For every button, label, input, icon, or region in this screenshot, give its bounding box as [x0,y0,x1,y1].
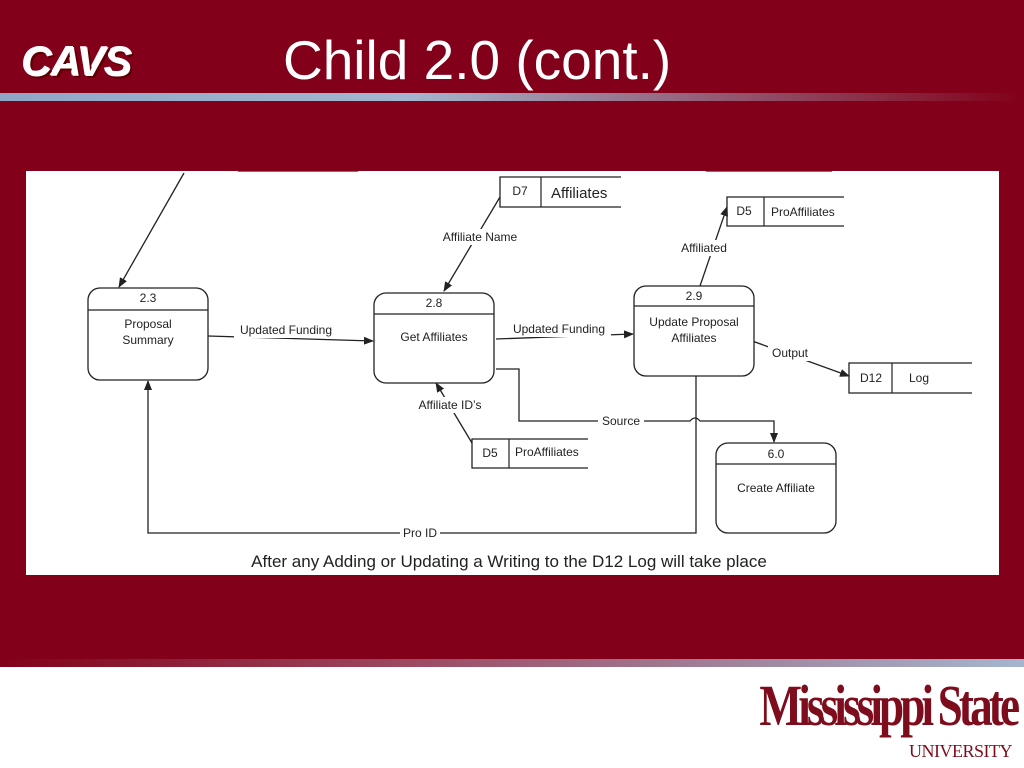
process-label: Create Affiliate [737,481,815,495]
msu-logo: Mississippi State UNIVERSITY [759,671,1020,766]
data-flow-diagram: 2.3 Proposal Summary 2.8 Get Affiliates … [26,171,999,575]
process-id: 6.0 [768,447,785,461]
slide-background: CAVS Child 2.0 (cont.) [0,0,1024,666]
process-label: Affiliates [671,331,716,345]
incoming-flow-arrow [118,172,185,288]
store-id: D7 [512,184,528,198]
university-subtitle: UNIVERSITY [909,741,1013,761]
diagram-canvas: 2.3 Proposal Summary 2.8 Get Affiliates … [87,171,972,571]
process-2-3: 2.3 Proposal Summary [87,287,209,381]
flow-label-updated-funding: Updated Funding [513,322,605,336]
store-id: D12 [860,371,882,385]
flow-label-affiliated: Affiliated [681,241,727,255]
process-label: Proposal [124,317,171,331]
process-2-8: 2.8 Get Affiliates [373,292,495,384]
store-id: D5 [736,204,752,218]
flow-label-updated-funding: Updated Funding [240,323,332,337]
store-name: ProAffiliates [771,205,835,219]
store-name: Log [909,371,929,385]
university-name: Mississippi State [759,673,1020,738]
data-store-d12: D12 Log [848,362,972,394]
flow-label-source: Source [602,414,640,428]
flow-label-affiliate-name: Affiliate Name [443,230,518,244]
store-name: ProAffiliates [515,445,579,459]
title-divider [0,93,1024,101]
flow-label-output: Output [772,346,809,360]
data-store-d5-top: D5 ProAffiliates [726,196,844,227]
data-store-d5-bottom: D5 ProAffiliates [471,438,588,469]
diagram-note: After any Adding or Updating a Writing t… [251,552,767,571]
store-name: Affiliates [551,185,607,202]
process-6-0: 6.0 Create Affiliate [715,442,837,534]
footer-divider [0,659,1024,667]
data-store-d7: D7 Affiliates [499,176,621,208]
flow-label-pro-id: Pro ID [403,526,437,540]
store-id: D5 [482,446,498,460]
slide-title: Child 2.0 (cont.) [283,29,672,91]
cavs-logo: CAVS [22,38,133,85]
process-2-9: 2.9 Update Proposal Affiliates [633,285,755,377]
source-arrow [496,368,778,443]
process-label: Get Affiliates [400,330,467,344]
process-id: 2.9 [686,289,703,303]
process-label: Summary [122,333,173,347]
process-label: Update Proposal [649,315,738,329]
flow-labels: Updated Funding Updated Funding Affiliat… [234,229,812,541]
flow-label-affiliate-ids: Affiliate ID’s [419,398,482,412]
process-id: 2.8 [426,296,443,310]
process-id: 2.3 [140,291,157,305]
